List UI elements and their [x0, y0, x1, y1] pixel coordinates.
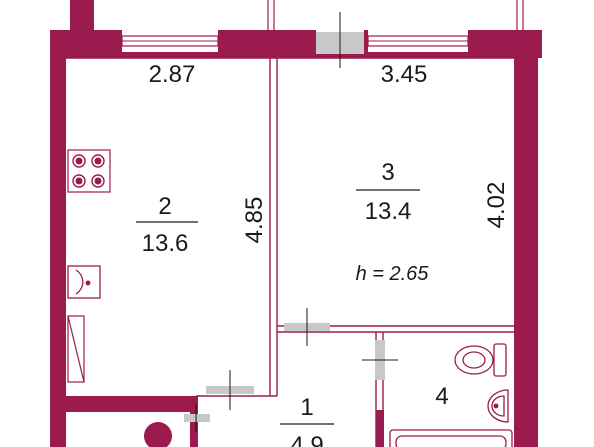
dim-room2-depth: 4.85 — [241, 197, 268, 244]
toilet-icon — [454, 343, 507, 377]
room4-number: 4 — [435, 383, 448, 410]
wall-bath-left — [376, 410, 384, 447]
sink-icon — [67, 265, 101, 299]
wall-top-stub — [70, 0, 94, 34]
bathtub-icon — [389, 429, 513, 447]
ceiling-height: h = 2.65 — [356, 263, 430, 285]
door-entry — [184, 404, 210, 432]
radiator-icon — [67, 315, 85, 383]
balcony-door — [316, 12, 364, 68]
dim-room2-width: 2.87 — [149, 61, 196, 88]
wall-left — [50, 30, 66, 447]
wall-right — [514, 30, 538, 447]
window-left — [121, 30, 219, 52]
room2-number: 2 — [158, 193, 171, 220]
door-room2 — [206, 370, 254, 410]
dim-room3-width: 3.45 — [381, 61, 428, 88]
dim-room3-depth: 4.02 — [483, 182, 510, 229]
door-room3 — [284, 308, 330, 346]
stove-icon — [67, 149, 111, 193]
room2-area: 13.6 — [142, 230, 189, 257]
walls — [50, 0, 542, 447]
wall-bottom-left — [50, 396, 196, 412]
labels: 2.87 3.45 2 13.6 3 13.4 h = 2.65 4.85 4.… — [136, 61, 510, 447]
room1-number: 1 — [300, 394, 313, 421]
room3-area: 13.4 — [365, 198, 412, 225]
door-bathroom — [362, 340, 398, 380]
room3-number: 3 — [381, 159, 394, 186]
room1-area: 4.9 — [290, 432, 323, 447]
window-right — [367, 30, 469, 52]
washbasin-icon — [487, 389, 509, 423]
upper-trim-lines — [267, 0, 524, 30]
entry-marker-icon — [144, 422, 172, 447]
